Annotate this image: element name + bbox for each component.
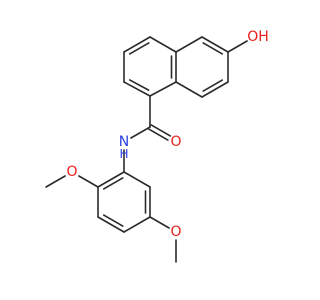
atom-label-o-me2: O bbox=[170, 224, 181, 240]
atom-label-n-h: H bbox=[119, 147, 128, 161]
bond-c7-c8-inner bbox=[202, 79, 224, 92]
bond-c4a-c5 bbox=[175, 36, 203, 53]
atom-label-layer: OHONHHNOO bbox=[66, 29, 268, 240]
bond-c8a-c1 bbox=[149, 81, 177, 97]
bond-c7-c8 bbox=[201, 81, 229, 98]
atom-label-n: N bbox=[119, 134, 129, 150]
bond-layer bbox=[45, 36, 248, 263]
bond-c3-c4 bbox=[123, 36, 151, 53]
bond-a3-a4-inner bbox=[102, 214, 124, 227]
bond-camide-n bbox=[130, 126, 151, 139]
atom-label-o-me1: O bbox=[66, 164, 77, 180]
bond-a6-a1 bbox=[123, 171, 151, 188]
bond-c4-c4a bbox=[149, 36, 177, 53]
bond-c5-c6-inner bbox=[202, 42, 224, 55]
bond-camide-o_amide-b bbox=[150, 124, 172, 137]
bond-a2-o_me1 bbox=[78, 175, 99, 188]
bond-c8-c8a bbox=[175, 81, 203, 98]
bond-o_me1-me1 bbox=[45, 175, 66, 188]
bond-c5-c6 bbox=[201, 36, 229, 53]
bond-camide-o_amide-a bbox=[148, 128, 169, 141]
bond-a5-o_me2 bbox=[149, 216, 170, 229]
bond-a1-a2-inner bbox=[102, 177, 124, 190]
bond-c3-c4-inner bbox=[128, 42, 150, 55]
bond-c1-c2-inner bbox=[128, 79, 150, 91]
bond-a4-a5 bbox=[123, 216, 151, 233]
bond-a1-a2 bbox=[97, 171, 125, 188]
bond-a3-a4 bbox=[97, 216, 125, 233]
bond-c1-c2 bbox=[123, 81, 151, 97]
bond-c6-oh bbox=[227, 40, 248, 53]
molecule-structure-diagram: OHONHHNOO bbox=[45, 29, 269, 263]
atom-label-oh: OH bbox=[247, 29, 269, 45]
atom-label-o-amide: O bbox=[170, 134, 181, 150]
